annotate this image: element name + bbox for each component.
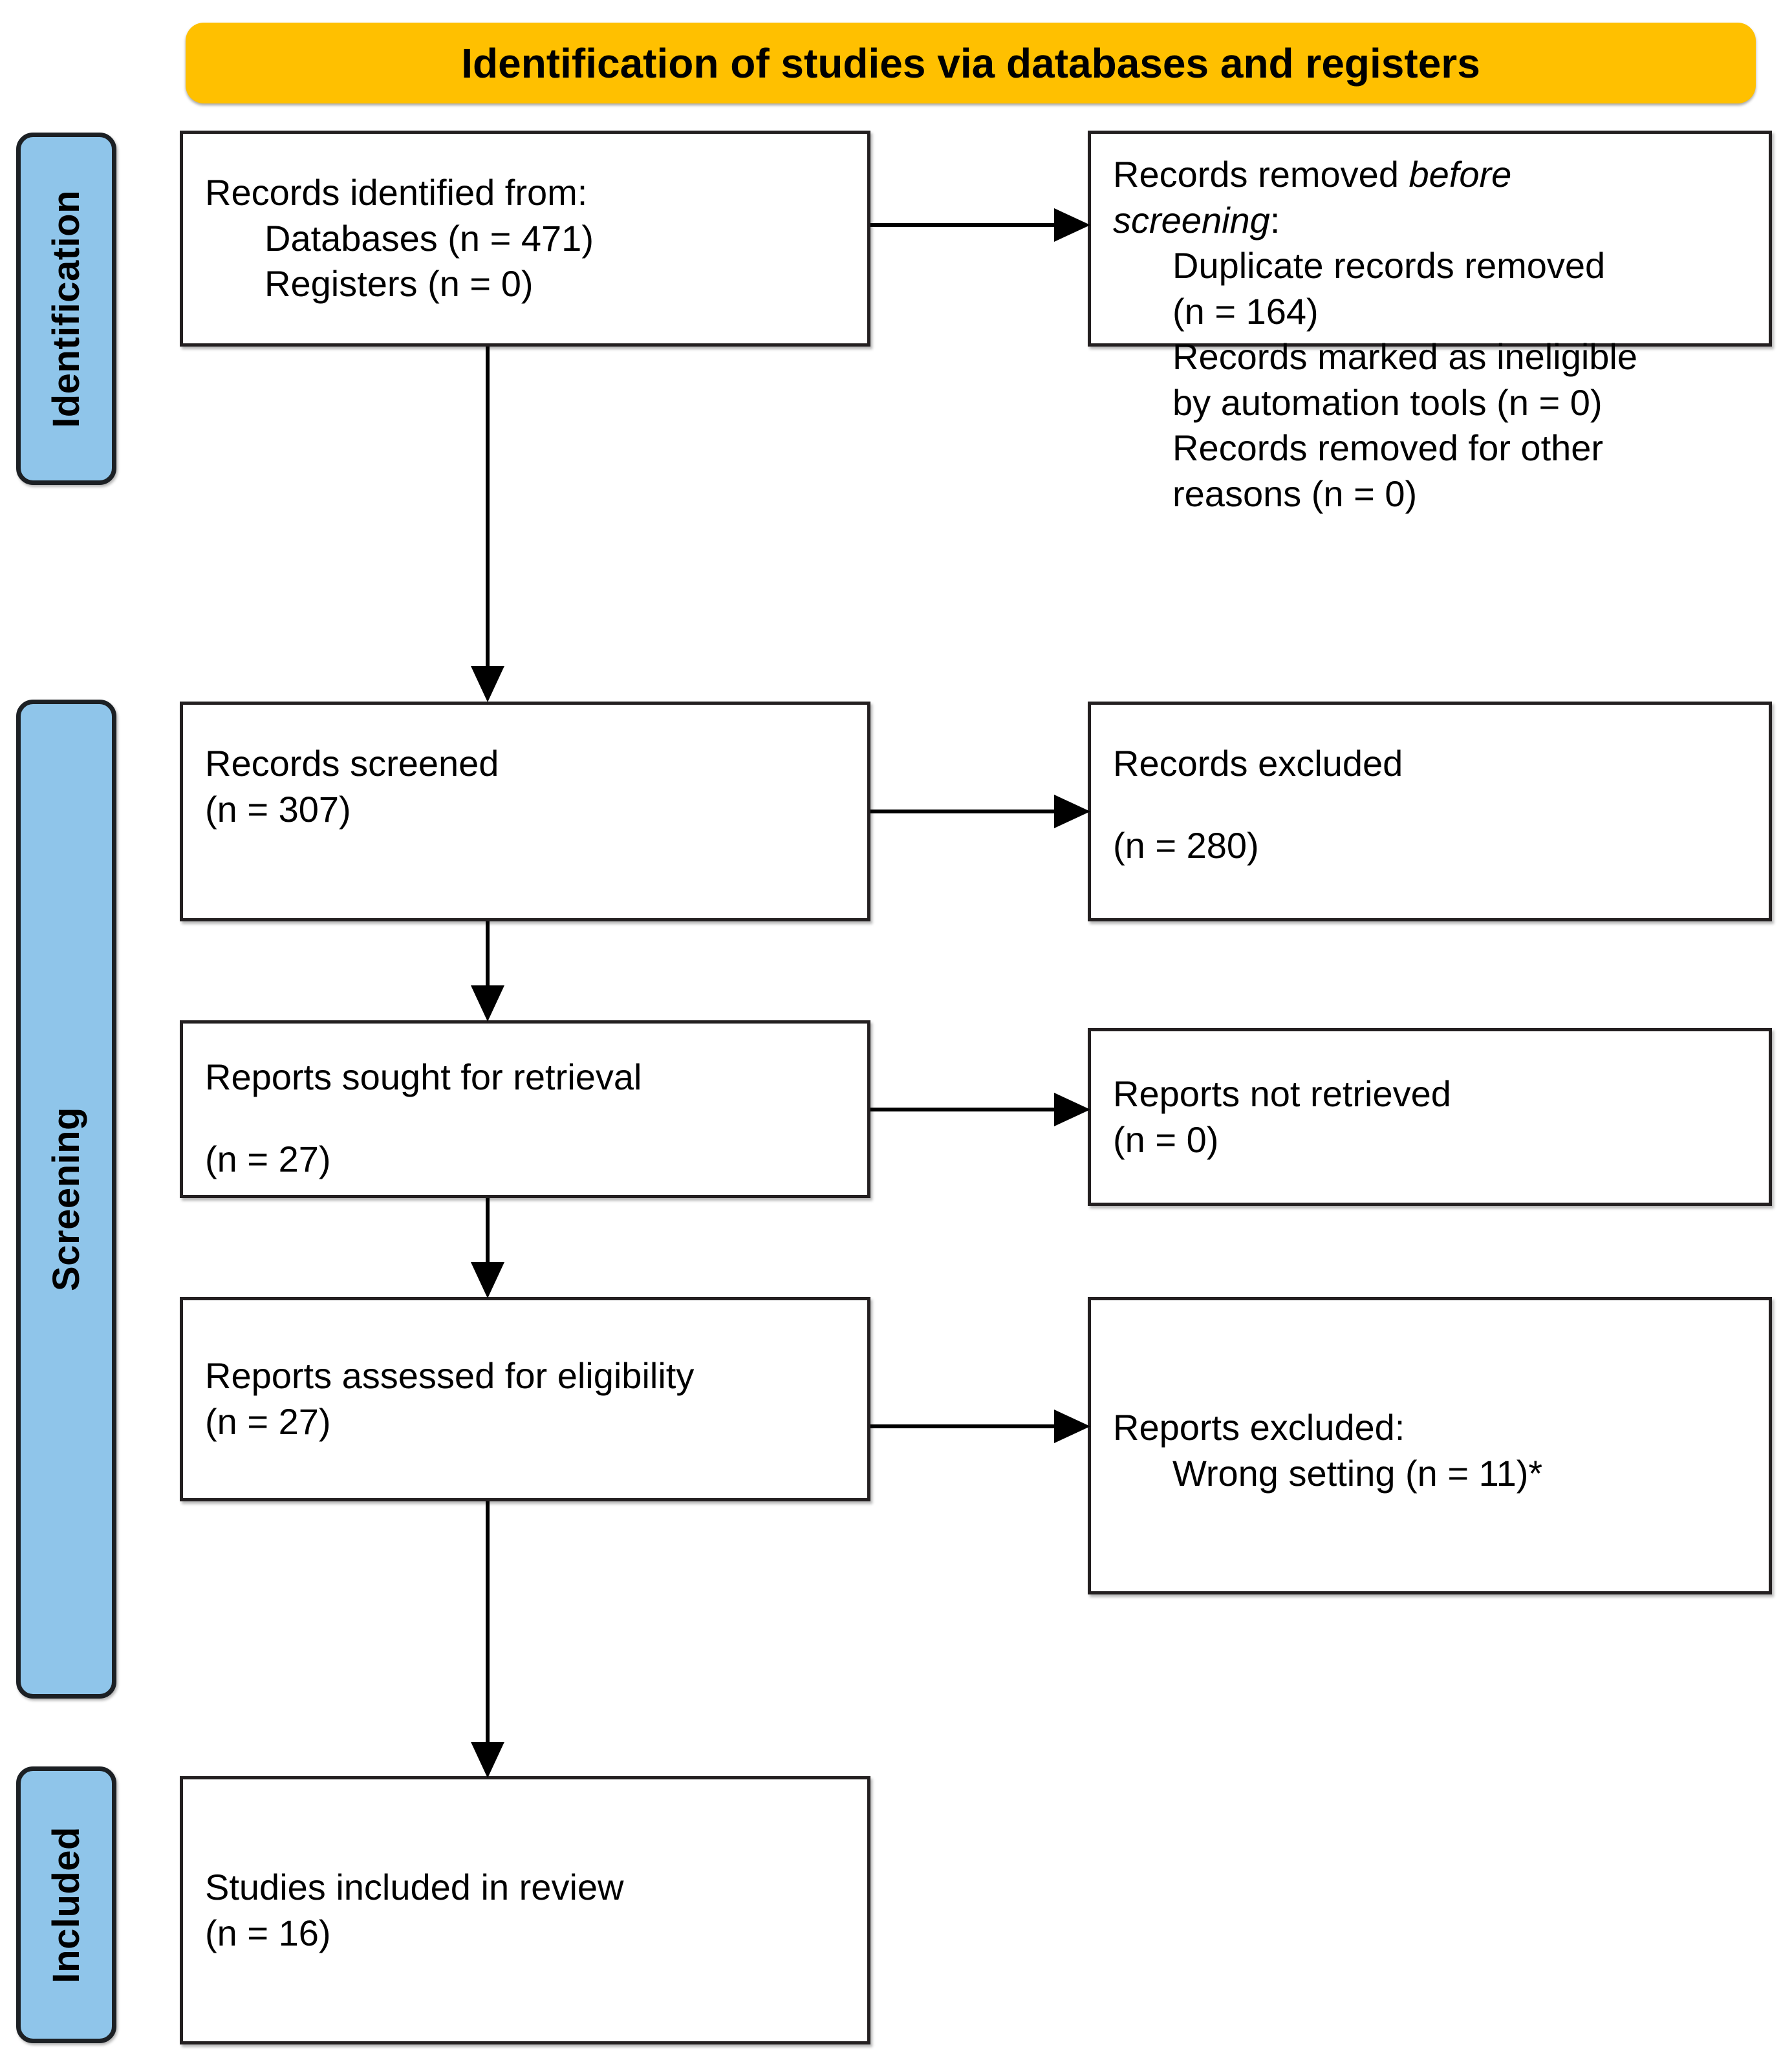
stage-bar-screening: Screening bbox=[16, 700, 116, 1699]
box-records-screened: Records screened (n = 307) bbox=[180, 702, 870, 921]
arrow-identified-to-removed bbox=[870, 208, 1090, 242]
arrow-shaft bbox=[486, 347, 490, 667]
box-records-identified: Records identified from: Databases (n = … bbox=[180, 131, 870, 347]
reports-excluded-wrong-setting: Wrong setting (n = 11)* bbox=[1172, 1452, 1543, 1494]
stage-bar-identification: Identification bbox=[16, 133, 116, 485]
records-excluded-spacer bbox=[1113, 787, 1747, 823]
box-records-removed-before-screening: Records removed before screening: Duplic… bbox=[1088, 131, 1772, 514]
records-removed-ineligible-line1: Records marked as ineligible bbox=[1172, 336, 1638, 378]
arrow-shaft bbox=[870, 1424, 1058, 1428]
records-excluded-label: Records excluded bbox=[1113, 743, 1403, 784]
arrow-head bbox=[1054, 1093, 1090, 1126]
records-removed-prefix: Records removed bbox=[1113, 154, 1409, 195]
records-removed-duplicates-line1: Duplicate records removed bbox=[1172, 245, 1606, 286]
reports-not-retrieved-label: Reports not retrieved bbox=[1113, 1073, 1451, 1114]
stage-label-included: Included bbox=[45, 1826, 87, 1984]
arrow-sought-to-not-retrieved bbox=[870, 1093, 1090, 1126]
stage-label-identification: Identification bbox=[45, 189, 87, 428]
arrow-shaft bbox=[870, 1108, 1058, 1111]
stage-bar-included: Included bbox=[16, 1766, 116, 2043]
records-identified-line1: Records identified from: bbox=[205, 172, 588, 213]
records-excluded-count: (n = 280) bbox=[1113, 824, 1259, 866]
records-removed-ineligible-line2: by automation tools (n = 0) bbox=[1172, 381, 1603, 423]
reports-sought-label: Reports sought for retrieval bbox=[205, 1057, 642, 1097]
box-reports-assessed: Reports assessed for eligibility (n = 27… bbox=[180, 1297, 870, 1501]
banner-title: Identification of studies via databases … bbox=[461, 39, 1480, 87]
box-reports-not-retrieved: Reports not retrieved (n = 0) bbox=[1088, 1028, 1772, 1206]
arrow-screened-to-sought bbox=[471, 921, 504, 1022]
arrow-screened-to-excluded bbox=[870, 795, 1090, 828]
reports-not-retrieved-count: (n = 0) bbox=[1113, 1119, 1219, 1160]
reports-sought-count: (n = 27) bbox=[205, 1138, 331, 1179]
box-records-excluded: Records excluded (n = 280) bbox=[1088, 702, 1772, 921]
arrow-head bbox=[1054, 795, 1090, 828]
records-removed-colon: : bbox=[1269, 199, 1280, 241]
records-removed-italic-before: before bbox=[1409, 154, 1512, 195]
arrow-shaft bbox=[870, 810, 1058, 813]
stage-label-screening: Screening bbox=[45, 1107, 87, 1291]
records-screened-label: Records screened bbox=[205, 743, 499, 784]
records-screened-count: (n = 307) bbox=[205, 788, 351, 830]
records-removed-duplicates-count: (n = 164) bbox=[1172, 290, 1319, 332]
reports-excluded-label: Reports excluded: bbox=[1113, 1407, 1405, 1448]
records-identified-databases: Databases (n = 471) bbox=[264, 217, 594, 259]
arrow-head bbox=[471, 1742, 504, 1778]
records-removed-heading-line1: Records removed before bbox=[1113, 152, 1747, 198]
reports-assessed-label: Reports assessed for eligibility bbox=[205, 1355, 695, 1397]
header-banner: Identification of studies via databases … bbox=[186, 23, 1756, 103]
arrow-shaft bbox=[870, 223, 1058, 227]
arrow-head bbox=[471, 985, 504, 1022]
reports-sought-spacer bbox=[205, 1100, 845, 1137]
arrow-head bbox=[1054, 1410, 1090, 1443]
arrow-assessed-to-included bbox=[471, 1501, 504, 1778]
studies-included-count: (n = 16) bbox=[205, 1912, 331, 1953]
arrow-assessed-to-reports-excluded bbox=[870, 1410, 1090, 1443]
box-studies-included: Studies included in review (n = 16) bbox=[180, 1776, 870, 2044]
records-identified-registers: Registers (n = 0) bbox=[264, 263, 534, 305]
records-removed-italic-screening: screening bbox=[1113, 199, 1270, 241]
arrow-shaft bbox=[486, 1198, 490, 1263]
box-reports-sought: Reports sought for retrieval (n = 27) bbox=[180, 1020, 870, 1198]
arrow-shaft bbox=[486, 1501, 490, 1743]
arrow-head bbox=[471, 666, 504, 702]
records-removed-other-line1: Records removed for other bbox=[1172, 427, 1604, 469]
arrow-identified-to-screened bbox=[471, 347, 504, 702]
arrow-head bbox=[471, 1262, 504, 1298]
arrow-sought-to-assessed bbox=[471, 1198, 504, 1298]
box-reports-excluded: Reports excluded: Wrong setting (n = 11)… bbox=[1088, 1297, 1772, 1594]
arrow-shaft bbox=[486, 921, 490, 986]
records-removed-other-line2: reasons (n = 0) bbox=[1172, 473, 1418, 514]
records-removed-heading-line2: screening: bbox=[1113, 198, 1747, 244]
arrow-head bbox=[1054, 208, 1090, 242]
studies-included-label: Studies included in review bbox=[205, 1866, 624, 1907]
reports-assessed-count: (n = 27) bbox=[205, 1401, 331, 1442]
